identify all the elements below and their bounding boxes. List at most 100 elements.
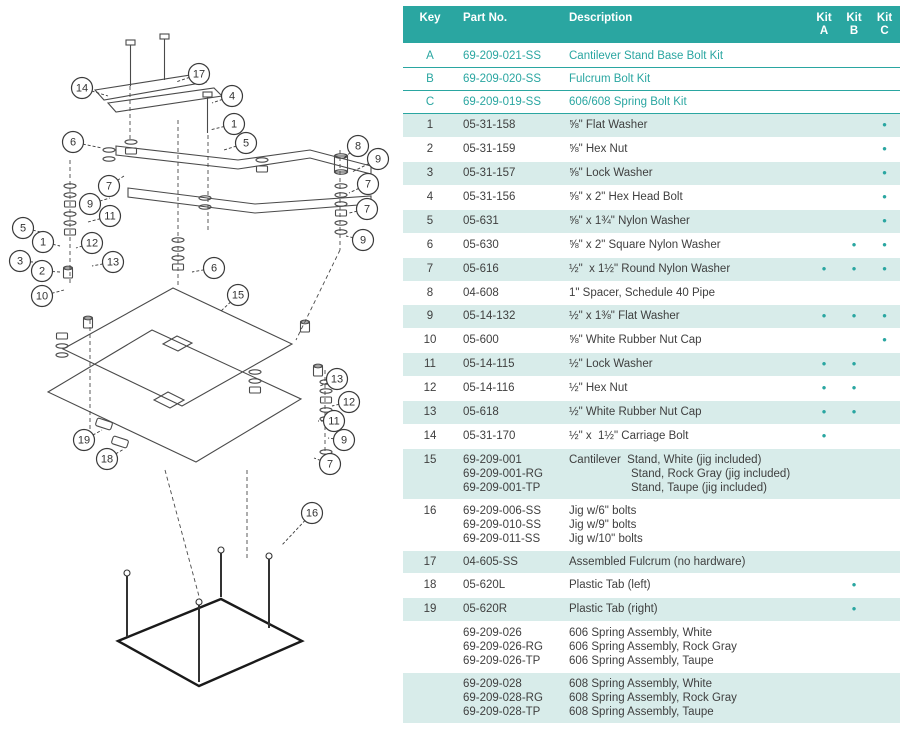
parts-table-panel: Key Part No. Description Kit A Kit B Kit… [403,6,900,724]
kit-c-cell [869,573,900,598]
key-cell: 12 [403,376,457,401]
part-no-cell: 05-14-115 [457,352,563,377]
part-no-cell: 69-209-019-SS [457,90,563,114]
key-cell: 6 [403,233,457,258]
kit-c-cell: • [869,185,900,210]
part-no-cell: 04-608 [457,281,563,305]
key-cell [403,672,457,724]
part-no-cell: 05-600 [457,328,563,353]
svg-text:9: 9 [341,435,347,447]
header-kit-c: Kit C [869,6,900,45]
kit-a-cell [809,185,839,210]
kit-b-cell: • [839,304,869,329]
svg-text:7: 7 [364,204,370,216]
kit-c-cell: • [869,137,900,162]
kit-dot: • [882,332,887,347]
key-cell: 13 [403,400,457,425]
header-kit-b: Kit B [839,6,869,45]
kit-dot: • [882,261,887,276]
svg-text:11: 11 [328,416,339,428]
kit-dot: • [821,428,827,443]
kit-b-cell [839,499,869,551]
kit-dot: • [882,117,887,132]
callout-11: 11 [98,204,122,228]
kit-b-cell [839,328,869,353]
svg-text:6: 6 [211,263,217,275]
callout-7: 7 [356,172,380,196]
svg-text:7: 7 [327,459,333,471]
kit-c-cell: • [869,209,900,234]
part-no-cell: 05-31-157 [457,161,563,186]
key-cell: C [403,90,457,114]
part-no-cell: 04-605-SS [457,550,563,574]
kit-dot: • [882,237,887,252]
key-cell: 3 [403,161,457,186]
kit-dot: • [882,189,887,204]
svg-text:7: 7 [106,181,112,193]
description-cell: ½" Hex Nut [563,376,809,401]
jig-frame [115,597,305,688]
kit-c-cell [869,672,900,724]
svg-text:7: 7 [365,179,371,191]
svg-text:8: 8 [355,141,361,153]
callout-9: 9 [366,147,390,171]
kit-a-cell [809,209,839,234]
kit-dot: • [821,261,827,276]
kit-a-cell [809,233,839,258]
key-cell: 16 [403,499,457,551]
description-cell: Fulcrum Bolt Kit [563,67,809,91]
part-no-cell: 05-31-156 [457,185,563,210]
callout-7: 7 [97,174,121,198]
fulcrum-arms [115,145,372,214]
description-cell: ½" Lock Washer [563,352,809,377]
key-cell [403,621,457,673]
kit-b-cell: • [839,257,869,282]
svg-text:6: 6 [70,137,76,149]
kit-a-cell: • [809,352,839,377]
jig-bolt-tips [123,546,273,606]
kit-c-cell [869,352,900,377]
kit-a-cell [809,90,839,114]
key-cell: 2 [403,137,457,162]
callout-8: 8 [346,134,370,158]
callout-9: 9 [351,228,375,252]
part-no-cell: 05-620R [457,597,563,622]
callout-13: 13 [325,367,349,391]
svg-text:1: 1 [231,119,237,131]
callout-4: 4 [220,84,244,108]
kit-a-cell [809,161,839,186]
part-no-cell: 05-14-116 [457,376,563,401]
callout-19: 19 [72,428,96,452]
kit-c-cell [869,448,900,500]
jig-bolts [126,552,270,682]
kit-b-cell: • [839,376,869,401]
kit-c-cell [869,90,900,114]
kit-a-cell [809,137,839,162]
callout-6: 6 [202,256,226,280]
kit-a-cell [809,621,839,673]
stand-plates [46,287,303,463]
part-no-cell: 05-14-132 [457,304,563,329]
kit-a-cell: • [809,400,839,425]
kit-a-cell [809,67,839,91]
kit-b-cell: • [839,573,869,598]
svg-text:13: 13 [107,257,119,269]
svg-text:9: 9 [360,235,366,247]
svg-text:14: 14 [76,83,88,95]
kit-c-cell [869,400,900,425]
callout-9: 9 [78,192,102,216]
key-cell: 17 [403,550,457,574]
